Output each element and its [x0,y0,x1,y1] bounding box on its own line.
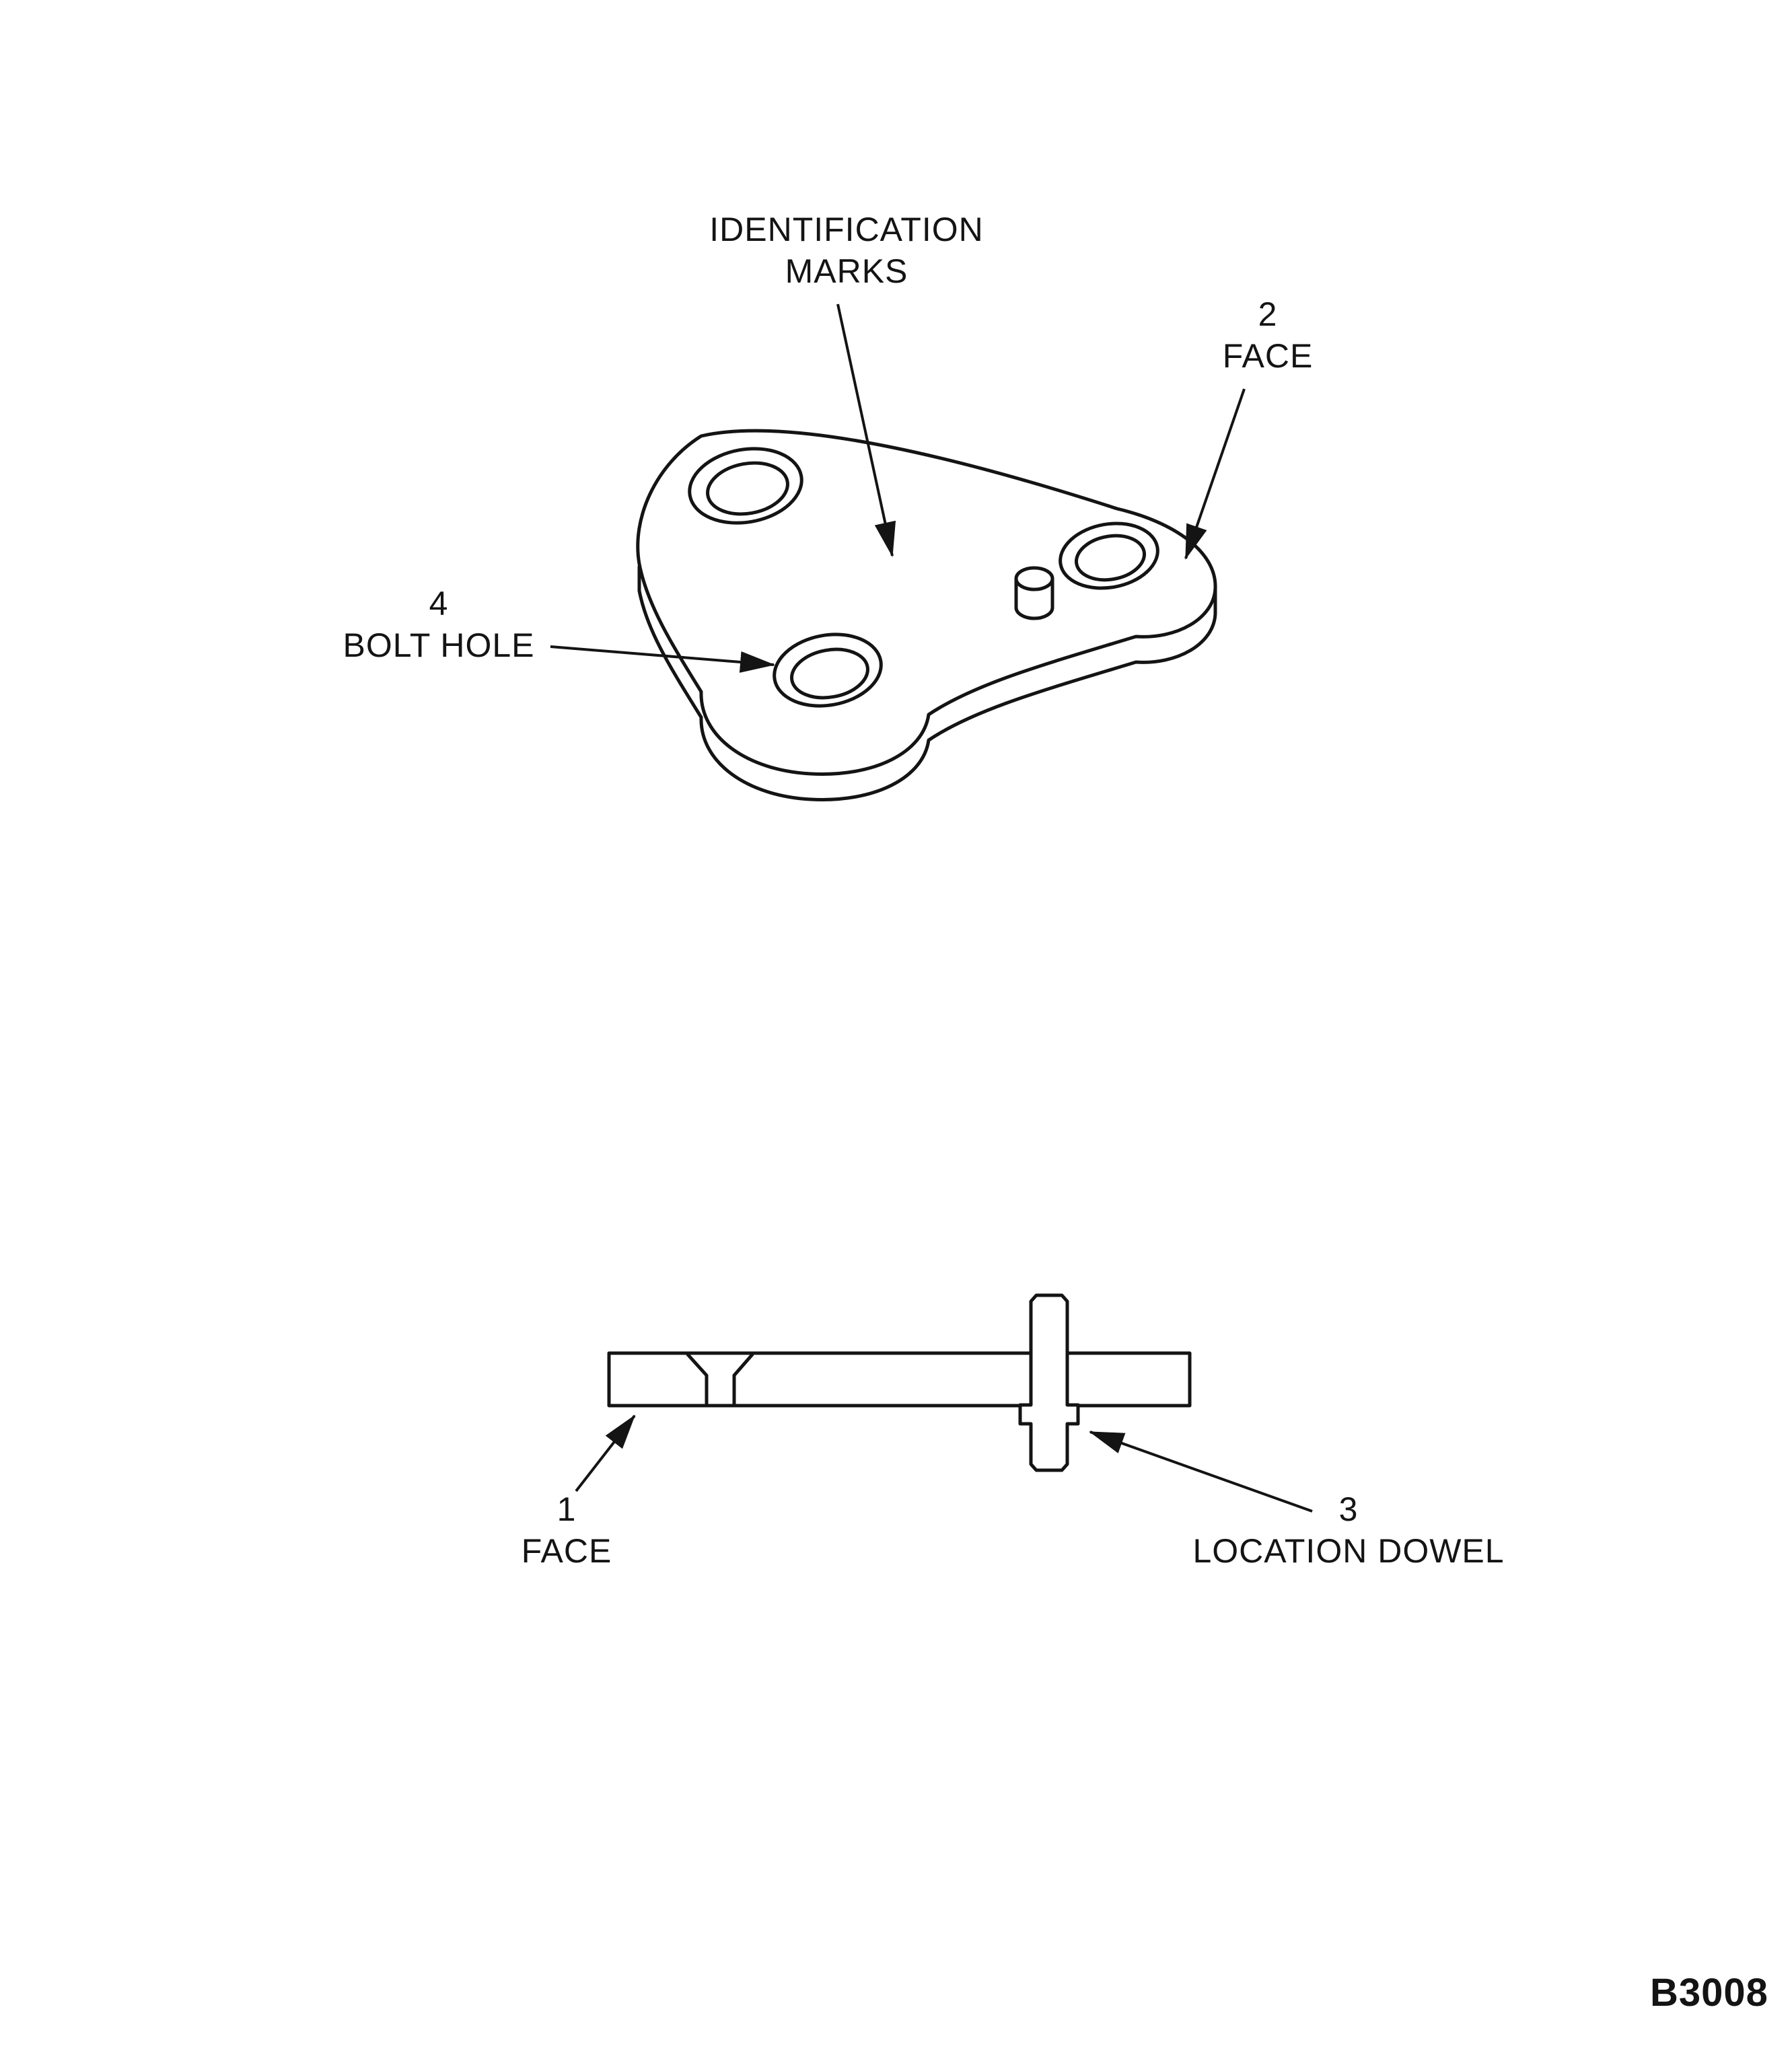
arrow-identification-marks [836,303,896,557]
callout-face-2-number: 2 [1258,295,1278,333]
callout-face-2: 2 FACE [1223,293,1314,377]
arrow-location-dowel-3 [1089,1431,1313,1513]
callout-bolt-hole-4-label: BOLT HOLE [343,626,535,664]
bolt-hole-right [1059,521,1159,590]
callout-face-1: 1 FACE [522,1488,612,1572]
arrow-face-2 [1184,388,1246,560]
callout-identification-marks: IDENTIFICATION MARKS [709,209,984,292]
callout-bolt-hole-4: 4 BOLT HOLE [343,583,534,666]
arrow-bolt-hole-4 [550,645,775,673]
callout-location-dowel-3-number: 3 [1338,1490,1359,1528]
identification-marks-line2: MARKS [785,252,908,290]
bolt-hole-top-left [688,447,803,525]
callout-face-1-label: FACE [521,1532,612,1570]
figure-code: B3008 [1650,1971,1768,2015]
location-dowel-side [1018,1293,1080,1472]
identification-marks-line1: IDENTIFICATION [709,211,984,248]
callout-location-dowel-3-label: LOCATION DOWEL [1192,1532,1505,1570]
location-dowel-isometric [1014,566,1054,620]
callout-bolt-hole-4-number: 4 [429,585,449,622]
countersink-section-lines [686,1352,754,1406]
bolt-hole-bottom [773,632,883,708]
arrow-face-1 [575,1414,636,1492]
callout-location-dowel-3: 3 LOCATION DOWEL [1192,1488,1504,1572]
callout-face-1-number: 1 [557,1490,577,1528]
callout-face-2-label: FACE [1222,337,1314,375]
side-view-plate [607,1351,1192,1408]
